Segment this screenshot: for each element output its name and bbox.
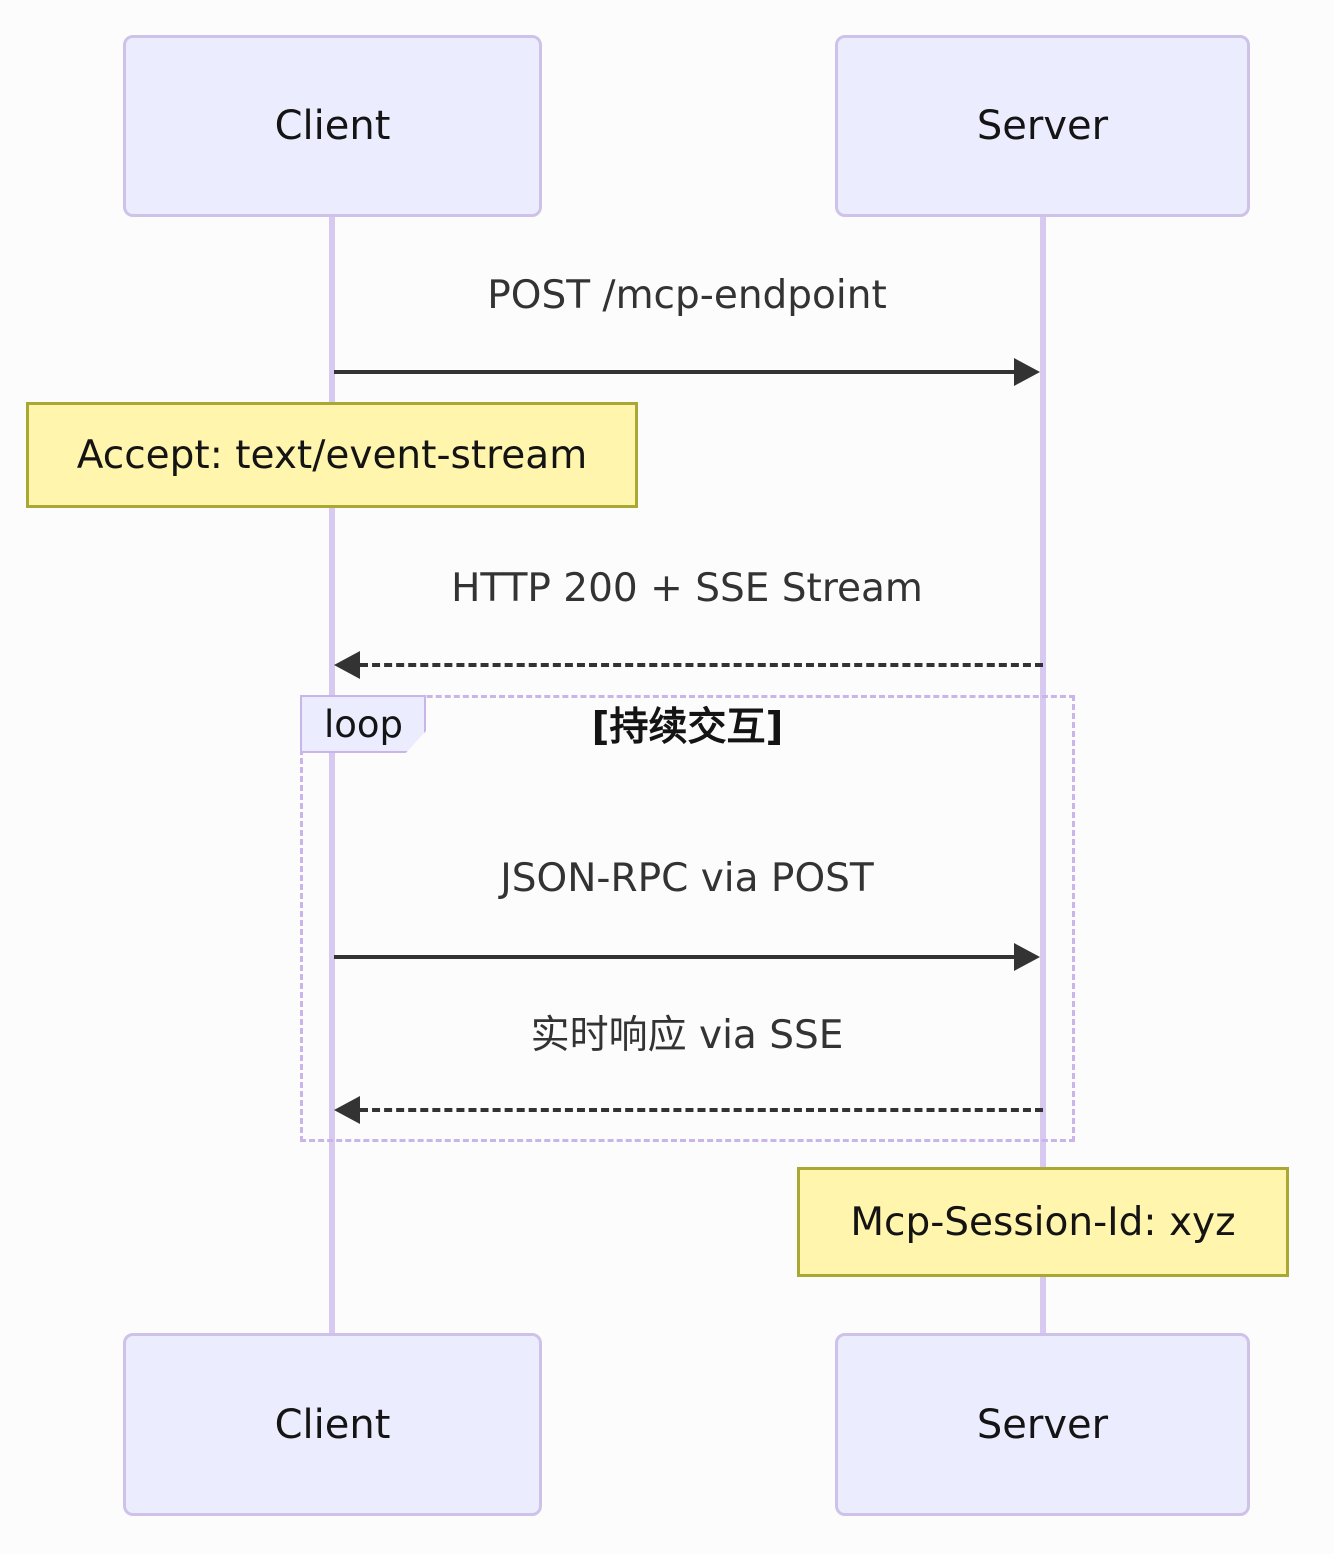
message-arrow-jsonrpc	[334, 955, 1016, 959]
message-label-http-200: HTTP 200 + SSE Stream	[451, 566, 923, 611]
arrowhead-right-icon	[1014, 943, 1040, 971]
actor-client-top: Client	[123, 35, 542, 217]
arrowhead-left-icon	[334, 1096, 360, 1124]
arrowhead-right-icon	[1014, 358, 1040, 386]
loop-frame	[300, 695, 1075, 1142]
loop-label-text: loop	[324, 702, 404, 746]
actor-client-bottom: Client	[123, 1333, 542, 1516]
loop-label-tag: loop	[300, 695, 426, 753]
note-session-id-text: Mcp-Session-Id: xyz	[850, 1199, 1236, 1245]
actor-server-bottom: Server	[835, 1333, 1250, 1516]
message-label-realtime-sse: 实时响应 via SSE	[530, 1013, 844, 1058]
message-arrow-post-endpoint	[334, 370, 1016, 374]
arrowhead-left-icon	[334, 651, 360, 679]
actor-server-top: Server	[835, 35, 1250, 217]
actor-server-label: Server	[976, 103, 1109, 149]
lifeline-server	[1040, 217, 1046, 1336]
note-accept-header: Accept: text/event-stream	[26, 402, 638, 508]
note-session-id: Mcp-Session-Id: xyz	[797, 1167, 1289, 1277]
message-label-jsonrpc: JSON-RPC via POST	[500, 856, 874, 901]
lifeline-client	[329, 217, 335, 1336]
message-label-post-endpoint: POST /mcp-endpoint	[487, 273, 887, 318]
loop-condition: [持续交互]	[591, 705, 784, 750]
note-accept-header-text: Accept: text/event-stream	[76, 432, 588, 478]
message-arrow-http-200	[360, 663, 1043, 667]
actor-client-label: Client	[274, 1401, 391, 1448]
actor-server-label: Server	[976, 1401, 1109, 1448]
message-arrow-realtime-sse	[360, 1108, 1043, 1112]
actor-client-label: Client	[274, 103, 391, 149]
